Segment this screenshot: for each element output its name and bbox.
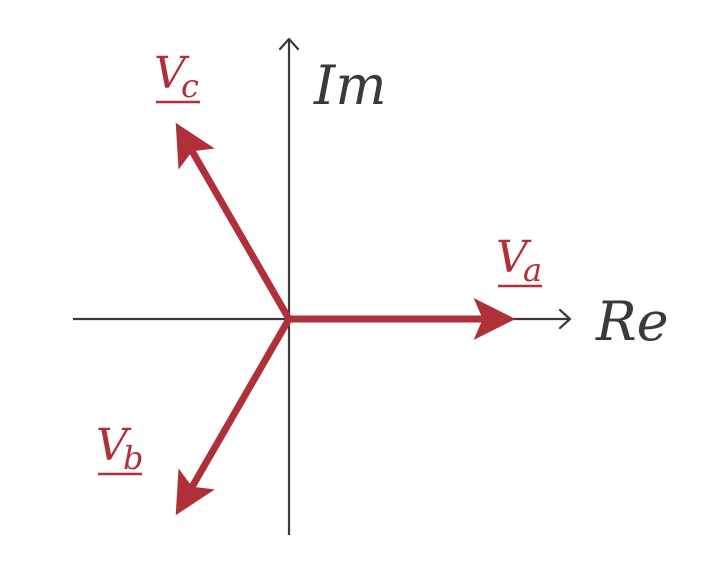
phasor-b-subscript: b bbox=[123, 439, 143, 477]
phasor-a-label: Va bbox=[496, 232, 542, 289]
phasor-c-subscript: c bbox=[181, 67, 199, 105]
real-axis-label: Re bbox=[595, 290, 669, 353]
phasor-a-subscript: a bbox=[523, 251, 542, 289]
imaginary-axis-arrowhead bbox=[278, 37, 300, 51]
phasor-b-arrow bbox=[175, 315, 293, 516]
real-axis-arrowhead bbox=[558, 308, 572, 330]
phasor-a-symbol: V bbox=[496, 232, 532, 283]
imaginary-axis-label: Im bbox=[313, 54, 387, 117]
phasor-b-label: Vb bbox=[96, 420, 143, 477]
phasor-c-symbol: V bbox=[154, 48, 190, 99]
phasor-c-label: Vc bbox=[154, 48, 200, 105]
phasor-b-symbol: V bbox=[96, 420, 132, 471]
phasor-c-arrow bbox=[175, 122, 293, 323]
